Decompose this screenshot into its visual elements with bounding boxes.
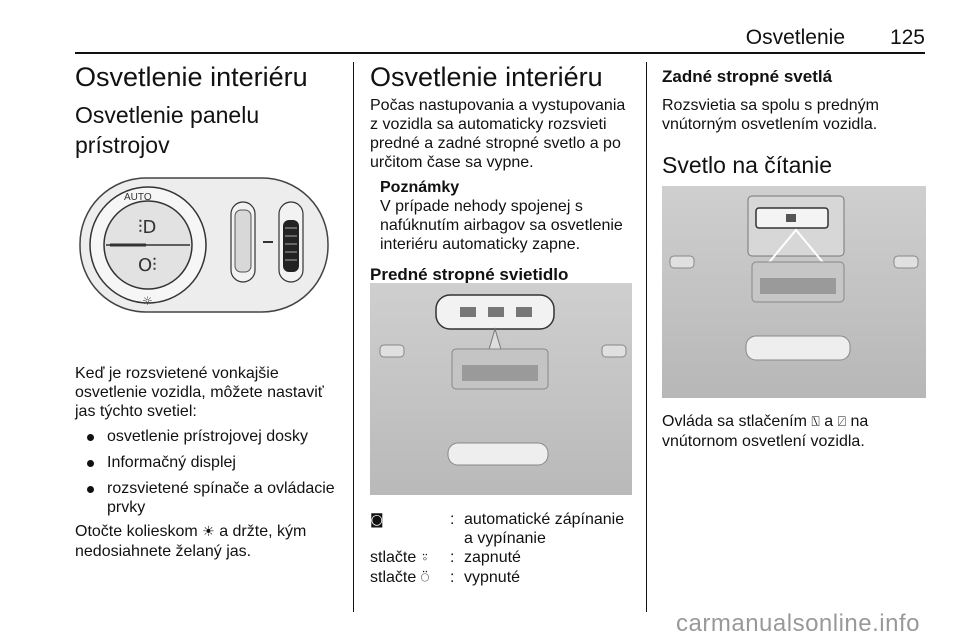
column-divider bbox=[646, 62, 647, 612]
legend-row: stlačte ⍥ : vypnuté bbox=[370, 569, 521, 586]
note-title: Poznámky bbox=[380, 179, 460, 196]
watermark: carmanualsonline.info bbox=[676, 610, 920, 637]
dimmer-wheel-icon: ☀ bbox=[202, 524, 215, 540]
column-3-body: Ovláda sa stlačením ⍂ a ⍁ na vnútornom o… bbox=[662, 412, 928, 451]
paragraph: Otočte kolieskom ☀ a držte, kým nedosiah… bbox=[75, 523, 307, 560]
subsection-title: Osvetlenie panelu prístrojov bbox=[75, 102, 260, 158]
note-box: Poznámky V prípade nehody spojenej s naf… bbox=[380, 178, 634, 254]
reading-light-left-icon: ⍂ bbox=[811, 414, 820, 430]
list-item: osvetlenie prístrojovej dosky bbox=[75, 427, 345, 446]
front-ceiling-light-photo bbox=[370, 283, 632, 495]
column-2: Osvetlenie interiéru Počas nastupovania … bbox=[370, 60, 634, 286]
column-1-body: Keď je rozsvietené vonkajšie osvetlenie … bbox=[75, 364, 345, 561]
reading-light-photo bbox=[662, 186, 926, 398]
section-title: Osvetlenie interiéru bbox=[75, 62, 308, 92]
legend-row: stlačte ⍤ : zapnuté bbox=[370, 549, 521, 566]
subsection-title: Zadné stropné svetlá bbox=[662, 67, 833, 86]
note-text: V prípade nehody spojenej s nafúknutím a… bbox=[380, 198, 623, 253]
dashboard-switch-illustration: AUTO ⫶D O⫶ ☼ bbox=[79, 177, 329, 313]
list-item: rozsvietené spínače a ovládacie prvky bbox=[75, 479, 345, 517]
subsection-title: Svetlo na čítanie bbox=[662, 152, 833, 178]
auto-label: AUTO bbox=[124, 192, 152, 203]
door-icon: ◙ bbox=[370, 512, 384, 528]
column-divider bbox=[353, 62, 354, 612]
list-item: Informačný displej bbox=[75, 453, 345, 472]
page-number: 125 bbox=[889, 26, 925, 49]
subsection-title: Predné stropné svietidlo bbox=[370, 265, 569, 284]
bullet-list: osvetlenie prístrojovej dosky Informačný… bbox=[75, 427, 345, 517]
sun-icon: ☼ bbox=[142, 294, 153, 308]
section-title: Osvetlenie interiéru bbox=[370, 62, 603, 92]
header-title: Osvetlenie bbox=[745, 26, 845, 49]
paragraph: Keď je rozsvietené vonkajšie osvetlenie … bbox=[75, 365, 324, 420]
front-fog-icon: ⫶D bbox=[138, 217, 156, 238]
rear-fog-icon: O⫶ bbox=[138, 255, 157, 276]
paragraph: Ovláda sa stlačením ⍂ a ⍁ na vnútornom o… bbox=[662, 413, 869, 450]
button-legend: ◙ : automatické zápínanie a vypínanie st… bbox=[370, 510, 634, 588]
paragraph: Počas nastupovania a vystupovania z vozi… bbox=[370, 97, 626, 171]
legend-row: ◙ : automatické zápínanie a vypínanie bbox=[370, 511, 625, 547]
reading-light-right-icon: ⍁ bbox=[837, 414, 847, 430]
lamp-on-icon: ⍤ bbox=[420, 550, 430, 566]
lamp-off-icon: ⍥ bbox=[420, 570, 430, 586]
paragraph: Rozsvietia sa spolu s predným vnútorným … bbox=[662, 97, 879, 133]
column-3: Zadné stropné svetlá Rozsvietia sa spolu… bbox=[662, 60, 928, 180]
page-header: Osvetlenie 125 bbox=[75, 22, 925, 54]
column-1: Osvetlenie interiéru Osvetlenie panelu p… bbox=[75, 60, 343, 160]
